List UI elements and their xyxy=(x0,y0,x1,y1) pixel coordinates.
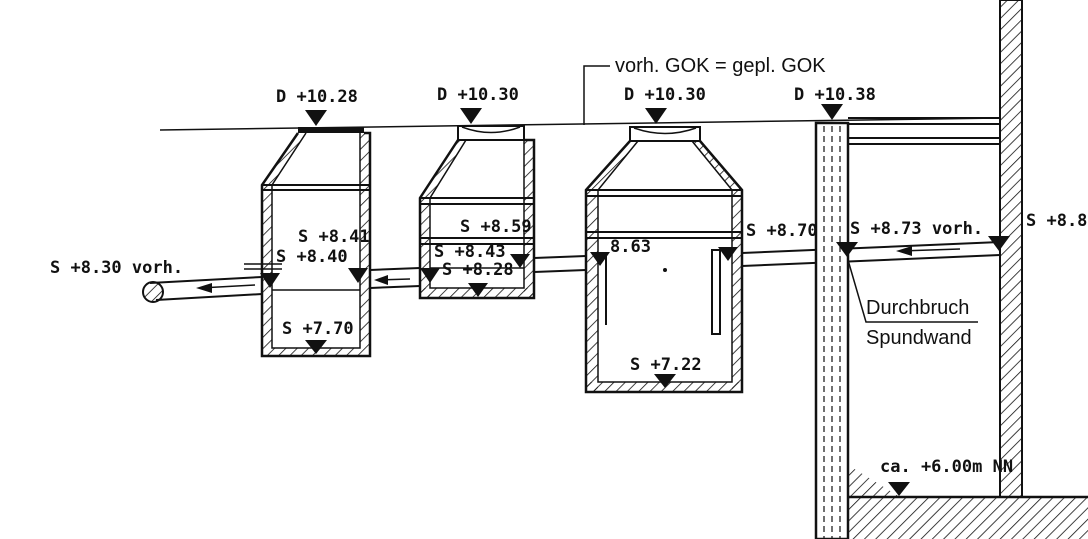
pipe-run xyxy=(142,241,1001,303)
s-label-828: S +8.28 xyxy=(442,260,514,280)
s-label-722: S +7.22 xyxy=(630,355,702,375)
s-label-inlet-left: S +8.30 vorh. xyxy=(50,258,183,278)
d-label-1: D +10.28 xyxy=(276,87,358,107)
s-label-859: S +8.59 xyxy=(460,217,532,237)
s-label-841: S +8.41 xyxy=(298,227,370,247)
d-label-3: D +10.30 xyxy=(624,85,706,105)
nn-label: ca. +6.00m NN xyxy=(880,457,1013,477)
d-label-2: D +10.30 xyxy=(437,85,519,105)
s-label-863: 8.63 xyxy=(610,237,651,257)
spundwand-label: Spundwand xyxy=(866,327,972,349)
sheet-pile-wall xyxy=(814,121,978,539)
s-label-870: S +8.70 xyxy=(746,221,818,241)
gok-leader xyxy=(583,65,610,125)
d-label-4: D +10.38 xyxy=(794,85,876,105)
durchbruch-label: Durchbruch xyxy=(866,297,969,319)
s-label-873: S +8.73 vorh. xyxy=(850,219,983,239)
s-label-840: S +8.40 xyxy=(276,247,348,267)
quay-wall xyxy=(848,0,1088,539)
s-label-770: S +7.70 xyxy=(282,319,354,339)
s-label-882: S +8.82 xyxy=(1026,211,1088,231)
shaft-3 xyxy=(584,126,744,394)
gok-label: vorh. GOK = gepl. GOK xyxy=(615,55,826,77)
elevation-markers xyxy=(260,104,1010,496)
labels: vorh. GOK = gepl. GOK D +10.28 D +10.30 … xyxy=(50,55,1088,477)
s-label-843: S +8.43 xyxy=(434,242,506,262)
